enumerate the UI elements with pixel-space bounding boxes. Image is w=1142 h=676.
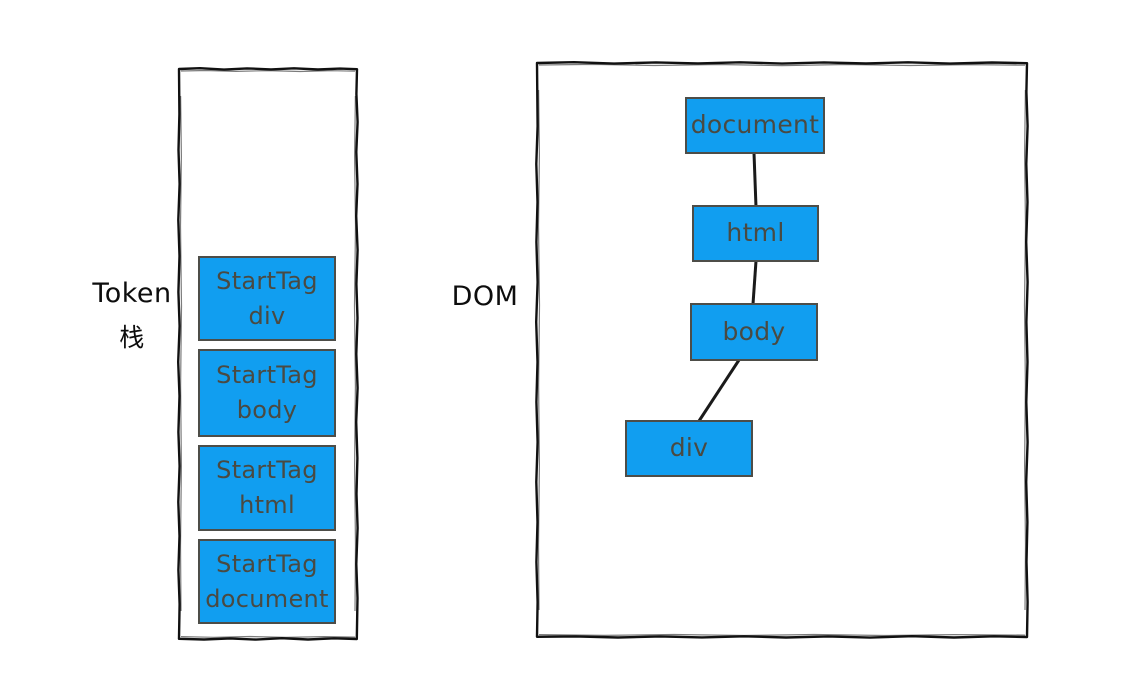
stack-item-token-type: StartTag bbox=[216, 266, 318, 295]
stack-item-tag-name: document bbox=[205, 584, 329, 613]
dom-node-html[interactable]: html bbox=[692, 205, 819, 262]
stack-item-document[interactable]: StartTag document bbox=[198, 539, 336, 624]
dom-node-document[interactable]: document bbox=[685, 97, 825, 154]
dom-node-div[interactable]: div bbox=[625, 420, 753, 477]
stack-item-body[interactable]: StartTag body bbox=[198, 349, 336, 437]
dom-label: DOM bbox=[440, 277, 530, 318]
stack-item-token-type: StartTag bbox=[216, 361, 318, 390]
token-stack-label-cjk: 栈 bbox=[119, 322, 145, 352]
token-stack-label: Token 栈 bbox=[76, 274, 188, 356]
dom-node-body[interactable]: body bbox=[690, 303, 818, 361]
dom-node-label: div bbox=[669, 433, 709, 463]
stack-item-html[interactable]: StartTag html bbox=[198, 445, 336, 531]
dom-label-text: DOM bbox=[451, 281, 519, 312]
stack-item-tag-name: html bbox=[239, 491, 295, 519]
dom-node-label: html bbox=[726, 218, 785, 248]
stack-item-div[interactable]: StartTag div bbox=[198, 256, 336, 341]
stack-item-tag-name: div bbox=[248, 301, 286, 330]
token-stack-frame bbox=[176, 66, 360, 642]
dom-node-label: body bbox=[722, 316, 786, 346]
dom-node-label: document bbox=[690, 110, 820, 140]
token-stack-label-main: Token bbox=[92, 278, 172, 309]
stack-item-tag-name: body bbox=[236, 396, 298, 424]
stack-item-token-type: StartTag bbox=[216, 456, 318, 485]
dom-frame bbox=[534, 60, 1030, 640]
stack-item-token-type: StartTag bbox=[216, 549, 318, 578]
